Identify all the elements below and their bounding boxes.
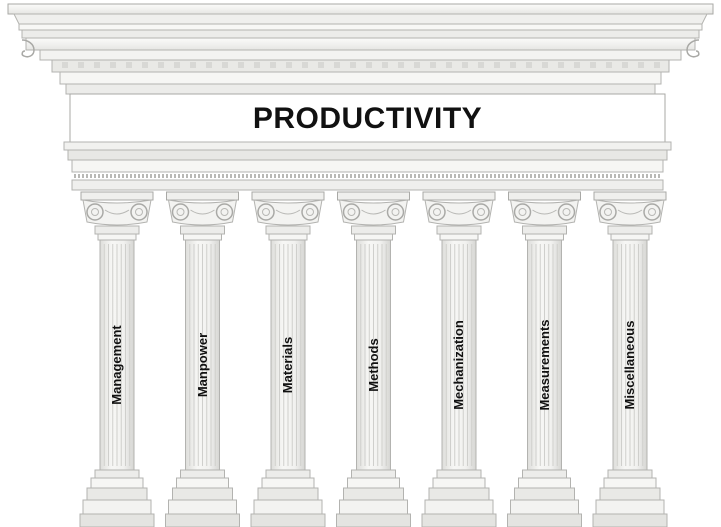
pillar: [250, 191, 326, 527]
pillar-label: Manpower: [194, 332, 210, 398]
columns: [79, 191, 668, 527]
pillar: [592, 191, 668, 527]
pillar-label: Materials: [280, 336, 295, 394]
architrave: [63, 141, 672, 191]
frieze: [69, 93, 666, 143]
pillar: [165, 191, 240, 527]
cornice: [7, 3, 714, 95]
diagram-title: PRODUCTIVITY: [252, 102, 483, 135]
pillar-label: Management: [109, 325, 124, 405]
pillar-label: Miscellaneous: [622, 320, 637, 410]
pillar: [79, 191, 155, 527]
pillar: [421, 191, 497, 527]
pillar-label: Measurements: [536, 319, 552, 411]
pillar: [507, 191, 582, 527]
pillar-label: Mechanization: [451, 320, 466, 410]
pillar: [336, 191, 411, 527]
pillar-label: Methods: [365, 338, 381, 392]
